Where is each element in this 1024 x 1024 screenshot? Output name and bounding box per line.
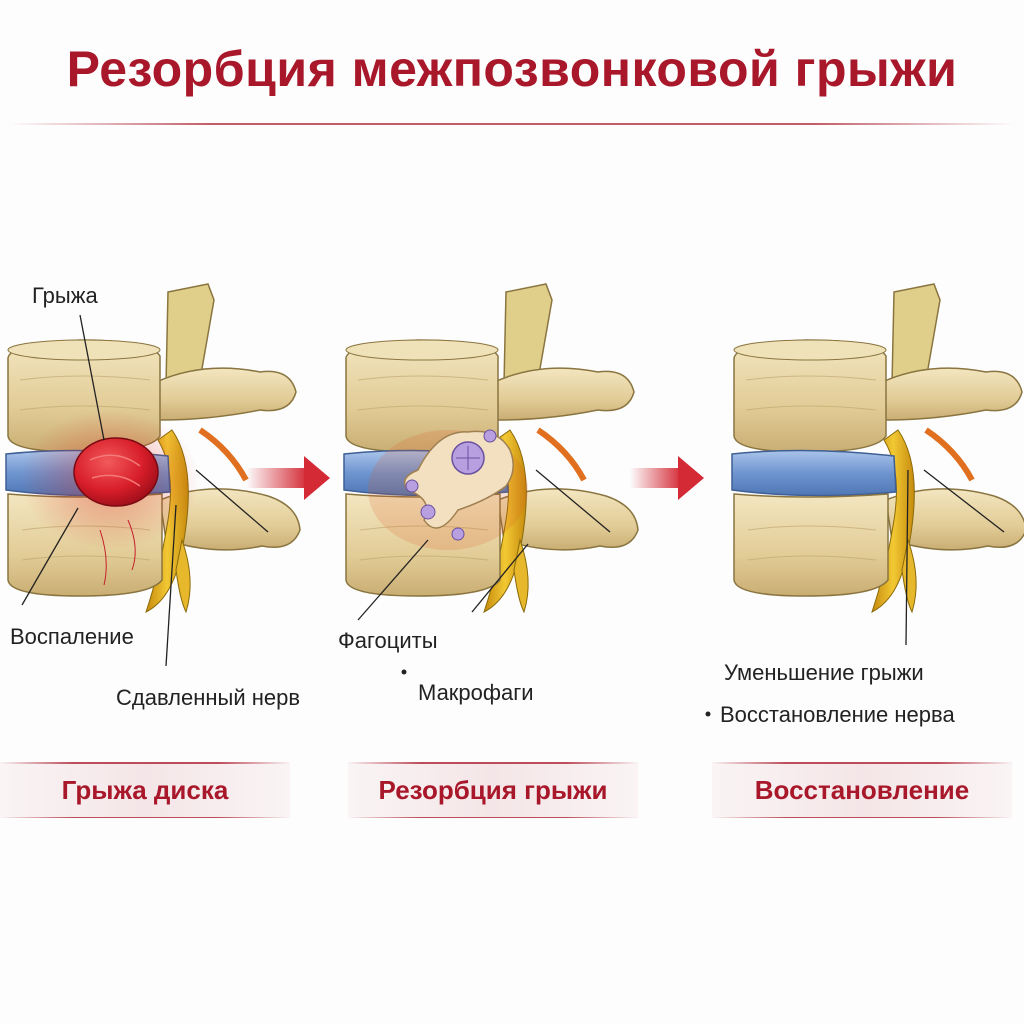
label-hernia-reduction: Уменьшение грыжи [724, 660, 924, 685]
label-inflammation: Воспаление [10, 624, 134, 649]
stage-title-disc-hernia: Грыжа диска [61, 775, 229, 805]
label-nerve-recovery: Восстановление нерва [720, 702, 955, 727]
stage-title-resorption: Резорбция грыжи [378, 775, 608, 805]
page-title: Резорбция межпозвонковой грыжи [66, 41, 958, 97]
label-phagocytes: Фагоциты [338, 628, 438, 653]
vertebra-panel-2 [344, 284, 638, 612]
stage-caption-3: Восстановление [712, 762, 1012, 818]
leader-lines [21, 314, 1005, 667]
label-compressed-nerve: Сдавленный нерв [116, 685, 301, 710]
vertebra-panel-1 [6, 284, 300, 612]
stage-title-recovery: Восстановление [754, 775, 970, 805]
label-hernia: Грыжа [32, 283, 98, 308]
title-divider [10, 123, 1014, 125]
label-macrophages: Макрофаги [418, 680, 534, 705]
stage-caption-2: Резорбция грыжи [348, 762, 638, 818]
bullet-dot-icon [705, 711, 711, 717]
hernia-bulge [73, 437, 159, 507]
vertebra-panel-3 [732, 284, 1024, 612]
stage-caption-1: Грыжа диска [0, 762, 290, 818]
arrow-right-icon [246, 456, 330, 500]
bullet-dot-icon [401, 669, 407, 675]
arrow-right-icon [630, 456, 704, 500]
